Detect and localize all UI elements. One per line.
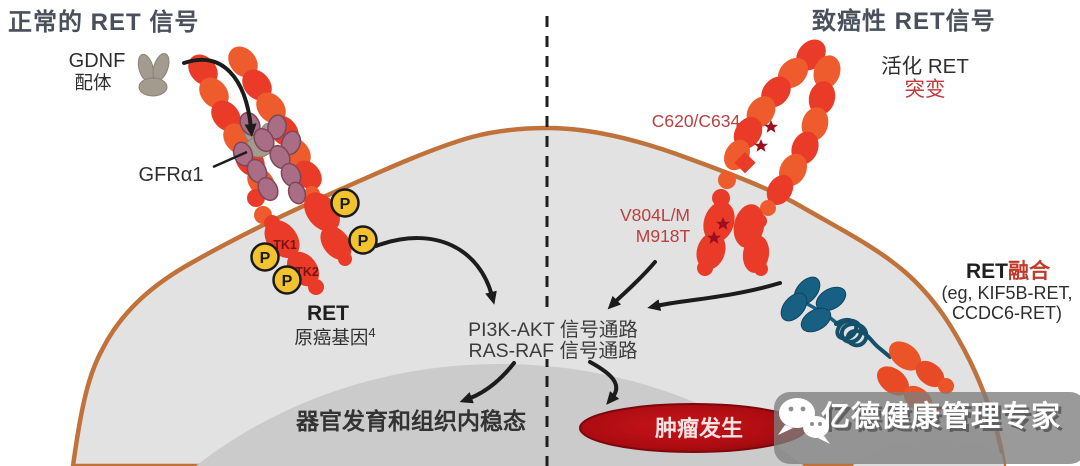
pathway-line1: PI3K-AKT 信号通路	[468, 319, 638, 341]
normal-ret-receptor: TK1 TK2 P P P P	[188, 46, 378, 295]
tumor-label: 肿瘤发生	[655, 416, 743, 441]
m918t-label: M918T	[636, 226, 691, 246]
gdnf-ligand-label: 配体	[74, 72, 111, 93]
coiled-coil-squiggle	[834, 317, 892, 359]
gdnf-binding-arrow	[182, 57, 257, 137]
ret-name-label: RET	[307, 302, 349, 325]
watermark-bar	[774, 392, 1080, 464]
phosphorylation-sites: P P P P	[250, 188, 378, 295]
ret-desc-superscript: 4	[368, 325, 375, 340]
pathway-to-tumor-arrow	[588, 360, 620, 405]
watermark-text-shadow: 亿德健康管理专家	[824, 402, 1064, 436]
gfra1-label: GFRα1	[139, 164, 204, 186]
gdnf-ligand-shape	[137, 53, 170, 97]
fusion-signal-arrow	[647, 281, 782, 311]
gfra1-coreceptor-beads	[232, 111, 307, 205]
gfra1-pointer-line	[212, 150, 248, 169]
phospho-p-label: P	[340, 196, 351, 213]
pathway-text-backdrop	[466, 313, 638, 359]
fusion-example-line1: (eg, KIF5B-RET,	[941, 283, 1072, 303]
v804-label: V804L/M	[620, 205, 690, 225]
phospho-p-label: P	[282, 273, 293, 290]
c620-c634-label: C620/C634	[652, 111, 741, 131]
activated-ret-label: 活化 RET	[881, 55, 969, 78]
ret-desc-text: 原癌基因	[294, 327, 368, 348]
tk2-label: TK2	[295, 265, 319, 279]
wechat-icon	[778, 398, 830, 444]
watermark: 亿德健康管理专家 亿德健康管理专家	[774, 392, 1080, 464]
gdnf-label: GDNF	[69, 50, 126, 72]
pathway-to-homeostasis-arrow	[459, 361, 516, 404]
fusion-label-rong-he: 融合	[1008, 259, 1051, 283]
title-normal-signaling: 正常的 RET 信号	[8, 8, 199, 36]
mutant-signal-arrow	[607, 260, 657, 310]
fusion-example-line2: CCDC6-RET)	[952, 303, 1062, 323]
mutant-kinase-domains	[696, 201, 770, 276]
tk1-label: TK1	[273, 238, 297, 252]
ret-protooncogene-label: 原癌基因4	[294, 325, 375, 348]
normal-outcome-label: 器官发育和组织内稳态	[295, 408, 526, 434]
mutant-ret-receptor	[696, 39, 841, 276]
fusion-label-ret: RET	[966, 260, 1008, 283]
ret-extracellular-chain-right	[228, 46, 322, 202]
phospho-p-label: P	[358, 233, 369, 250]
activated-mutation-label: 突变	[905, 78, 946, 101]
pathway-line2: RAS-RAF 信号通路	[468, 340, 637, 362]
watermark-text: 亿德健康管理专家	[821, 399, 1061, 433]
mutant-chain-right	[753, 55, 841, 228]
phospho-p-label: P	[260, 250, 271, 267]
normal-signal-arrow	[374, 236, 497, 305]
title-oncogenic-signaling: 致癌性 RET信号	[812, 7, 996, 35]
ret-fusion-label: RET融合	[966, 259, 1051, 283]
